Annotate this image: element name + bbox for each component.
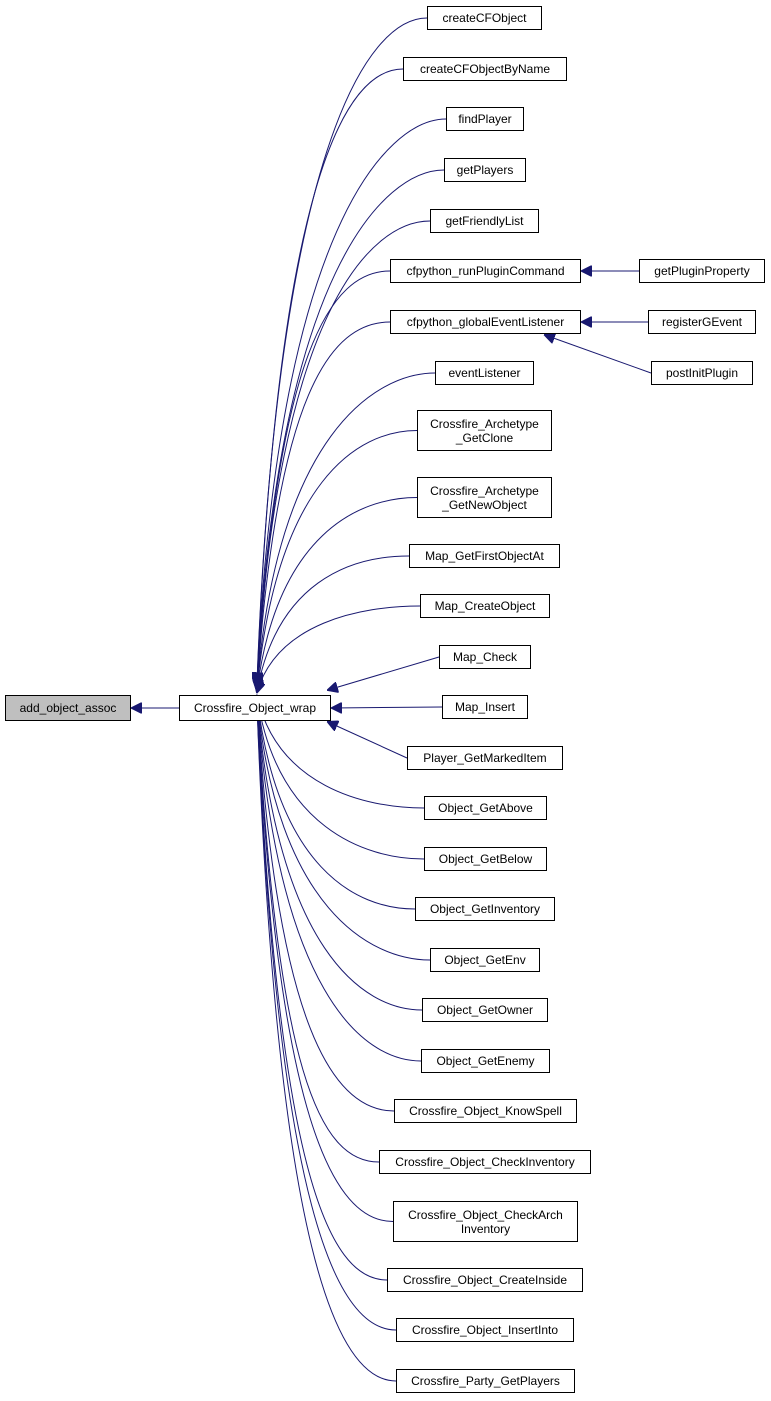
edge-cfpython-global-event-listener-to-crossfire-object-wrap bbox=[257, 321, 391, 687]
node-label: Map_Insert bbox=[454, 700, 516, 714]
edge-event-listener-to-crossfire-object-wrap bbox=[257, 372, 436, 688]
edge-crossfire-object-check-arch-inventory-to-crossfire-object-wrap bbox=[257, 703, 394, 1222]
edge-create-cfobject-to-crossfire-object-wrap bbox=[257, 17, 428, 682]
node-map-create-object[interactable]: Map_CreateObject bbox=[420, 594, 550, 618]
node-label: Crossfire_Object_CreateInside bbox=[402, 1273, 568, 1287]
edge-find-player-to-crossfire-object-wrap bbox=[257, 118, 447, 684]
edge-map-check-to-crossfire-object-wrap bbox=[328, 656, 440, 690]
node-label: Crossfire_Object_wrap bbox=[193, 701, 317, 715]
edge-crossfire-object-create-inside-to-crossfire-object-wrap bbox=[257, 704, 388, 1281]
edge-crossfire-object-insert-into-to-crossfire-object-wrap bbox=[257, 705, 397, 1331]
node-crossfire-object-check-arch-inventory[interactable]: Crossfire_Object_CheckArch Inventory bbox=[393, 1201, 578, 1242]
node-label: Crossfire_Object_KnowSpell bbox=[409, 1104, 562, 1118]
node-object-get-below[interactable]: Object_GetBelow bbox=[424, 847, 547, 871]
node-get-plugin-property[interactable]: getPluginProperty bbox=[639, 259, 765, 283]
node-label: findPlayer bbox=[458, 112, 512, 126]
node-register-gevent[interactable]: registerGEvent bbox=[648, 310, 756, 334]
node-label: Object_GetOwner bbox=[436, 1003, 534, 1017]
node-label: Object_GetEnv bbox=[444, 953, 526, 967]
node-label: Crossfire_Object_InsertInto bbox=[411, 1323, 559, 1337]
edge-object-get-enemy-to-crossfire-object-wrap bbox=[257, 700, 422, 1062]
node-find-player[interactable]: findPlayer bbox=[446, 107, 524, 131]
node-label: Crossfire_Object_CheckArch Inventory bbox=[408, 1207, 563, 1236]
edge-crossfire-object-check-inventory-to-crossfire-object-wrap bbox=[257, 702, 380, 1163]
node-label: createCFObject bbox=[442, 11, 527, 25]
node-label: Crossfire_Archetype _GetClone bbox=[430, 416, 539, 445]
node-label: Map_CreateObject bbox=[434, 599, 536, 613]
edge-object-get-owner-to-crossfire-object-wrap bbox=[257, 699, 423, 1011]
node-crossfire-archetype-get-clone[interactable]: Crossfire_Archetype _GetClone bbox=[417, 410, 552, 451]
edge-player-get-marked-item-to-crossfire-object-wrap bbox=[328, 722, 408, 759]
node-event-listener[interactable]: eventListener bbox=[435, 361, 534, 385]
node-create-cfobject[interactable]: createCFObject bbox=[427, 6, 542, 30]
node-player-get-marked-item[interactable]: Player_GetMarkedItem bbox=[407, 746, 563, 770]
edge-crossfire-archetype-get-clone-to-crossfire-object-wrap bbox=[257, 430, 418, 690]
node-add-object-assoc: add_object_assoc bbox=[5, 695, 131, 721]
node-label: Object_GetAbove bbox=[438, 801, 533, 815]
node-crossfire-archetype-get-new-object[interactable]: Crossfire_Archetype _GetNewObject bbox=[417, 477, 552, 518]
node-object-get-enemy[interactable]: Object_GetEnemy bbox=[421, 1049, 550, 1073]
node-label: Object_GetBelow bbox=[438, 852, 533, 866]
node-crossfire-object-wrap[interactable]: Crossfire_Object_wrap bbox=[179, 695, 331, 721]
node-label: eventListener bbox=[448, 366, 521, 380]
node-crossfire-party-get-players[interactable]: Crossfire_Party_GetPlayers bbox=[396, 1369, 575, 1393]
node-label: createCFObjectByName bbox=[419, 62, 551, 76]
edge-crossfire-party-get-players-to-crossfire-object-wrap bbox=[257, 706, 397, 1382]
node-object-get-env[interactable]: Object_GetEnv bbox=[430, 948, 540, 972]
node-label: Crossfire_Archetype _GetNewObject bbox=[430, 483, 539, 512]
node-get-friendly-list[interactable]: getFriendlyList bbox=[430, 209, 539, 233]
node-label: add_object_assoc bbox=[19, 701, 117, 715]
node-post-init-plugin[interactable]: postInitPlugin bbox=[651, 361, 753, 385]
node-label: getPluginProperty bbox=[654, 264, 750, 278]
edge-object-get-above-to-crossfire-object-wrap bbox=[257, 696, 425, 809]
node-label: Map_Check bbox=[452, 650, 518, 664]
node-label: postInitPlugin bbox=[665, 366, 739, 380]
node-label: registerGEvent bbox=[661, 315, 743, 329]
node-object-get-inventory[interactable]: Object_GetInventory bbox=[415, 897, 555, 921]
edge-crossfire-object-know-spell-to-crossfire-object-wrap bbox=[257, 701, 395, 1112]
node-crossfire-object-know-spell[interactable]: Crossfire_Object_KnowSpell bbox=[394, 1099, 577, 1123]
node-label: getFriendlyList bbox=[445, 214, 524, 228]
edge-map-create-object-to-crossfire-object-wrap bbox=[257, 605, 421, 692]
node-label: Crossfire_Party_GetPlayers bbox=[411, 1374, 560, 1388]
edge-object-get-inventory-to-crossfire-object-wrap bbox=[257, 697, 416, 910]
node-crossfire-object-insert-into[interactable]: Crossfire_Object_InsertInto bbox=[396, 1318, 574, 1342]
edge-post-init-plugin-to-cfpython-global-event-listener bbox=[545, 335, 652, 374]
node-label: getPlayers bbox=[456, 163, 514, 177]
node-label: Player_GetMarkedItem bbox=[423, 751, 547, 765]
node-map-insert[interactable]: Map_Insert bbox=[442, 695, 528, 719]
node-label: Object_GetEnemy bbox=[436, 1054, 535, 1068]
node-crossfire-object-create-inside[interactable]: Crossfire_Object_CreateInside bbox=[387, 1268, 583, 1292]
edge-map-insert-to-crossfire-object-wrap bbox=[332, 707, 443, 708]
node-create-cfobject-by-name[interactable]: createCFObjectByName bbox=[403, 57, 567, 81]
edge-get-players-to-crossfire-object-wrap bbox=[257, 169, 445, 685]
edge-object-get-env-to-crossfire-object-wrap bbox=[257, 698, 431, 961]
node-map-get-first-object-at[interactable]: Map_GetFirstObjectAt bbox=[409, 544, 560, 568]
node-cfpython-global-event-listener[interactable]: cfpython_globalEventListener bbox=[390, 310, 581, 334]
node-label: cfpython_globalEventListener bbox=[406, 315, 565, 329]
node-label: cfpython_runPluginCommand bbox=[406, 264, 565, 278]
node-label: Map_GetFirstObjectAt bbox=[425, 549, 544, 563]
node-cfpython-run-plugin-command[interactable]: cfpython_runPluginCommand bbox=[390, 259, 581, 283]
edge-object-get-below-to-crossfire-object-wrap bbox=[257, 697, 425, 860]
node-label: Object_GetInventory bbox=[429, 902, 541, 916]
edge-cfpython-run-plugin-command-to-crossfire-object-wrap bbox=[257, 270, 391, 687]
node-label: Crossfire_Object_CheckInventory bbox=[395, 1155, 575, 1169]
node-object-get-above[interactable]: Object_GetAbove bbox=[424, 796, 547, 820]
edge-create-cfobject-by-name-to-crossfire-object-wrap bbox=[257, 68, 404, 683]
node-get-players[interactable]: getPlayers bbox=[444, 158, 526, 182]
node-object-get-owner[interactable]: Object_GetOwner bbox=[422, 998, 548, 1022]
node-crossfire-object-check-inventory[interactable]: Crossfire_Object_CheckInventory bbox=[379, 1150, 591, 1174]
node-map-check[interactable]: Map_Check bbox=[439, 645, 531, 669]
edge-crossfire-archetype-get-new-object-to-crossfire-object-wrap bbox=[257, 497, 418, 691]
edge-map-get-first-object-at-to-crossfire-object-wrap bbox=[257, 555, 410, 691]
